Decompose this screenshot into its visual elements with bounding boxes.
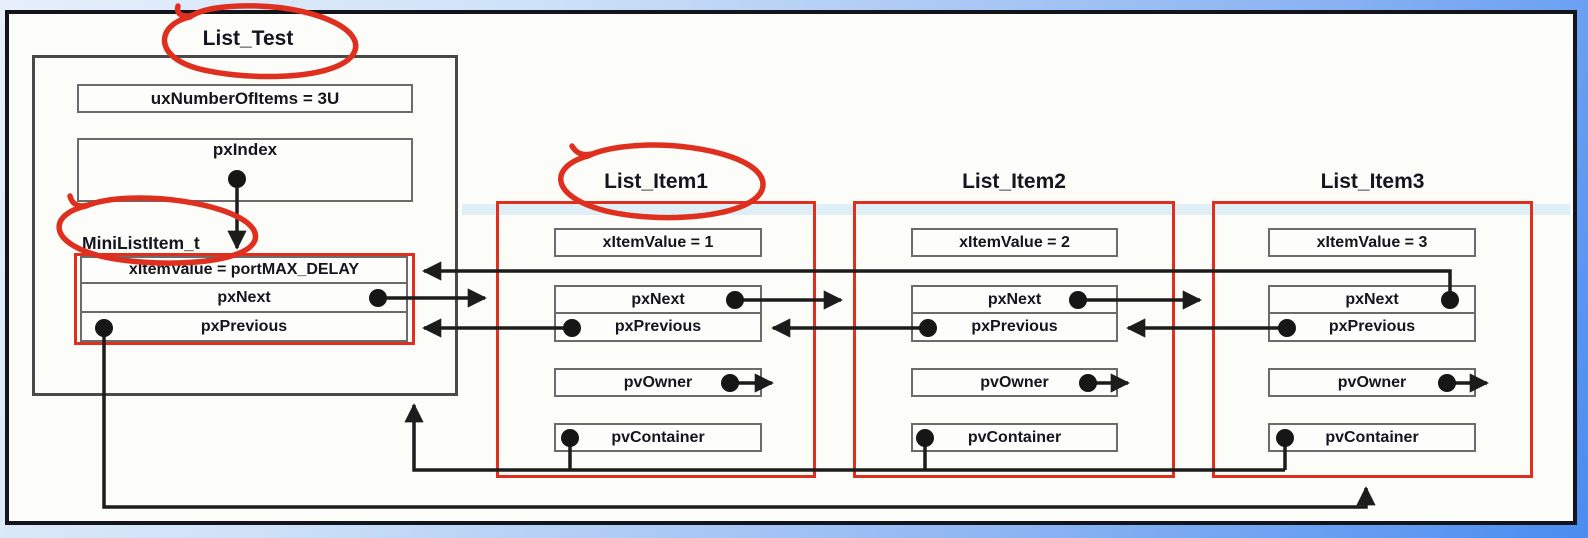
- item2-row-pxprevious: pxPrevious: [911, 312, 1118, 342]
- item3-row-pvowner: pvOwner: [1268, 368, 1476, 397]
- list-test-title: List_Test: [202, 27, 294, 50]
- item2-row-pvowner: pvOwner: [911, 368, 1118, 397]
- item1-row-pxnext: pxNext: [554, 285, 762, 314]
- item3-row-xitemvalue: xItemValue = 3: [1268, 228, 1476, 257]
- item3-row-pxprevious: pxPrevious: [1268, 312, 1476, 342]
- mini-row-pxnext: pxNext: [80, 282, 408, 313]
- item1-row-pvowner: pvOwner: [554, 368, 762, 397]
- item3-row-pxnext: pxNext: [1268, 285, 1476, 314]
- list-item1-title: List_Item1: [604, 170, 708, 193]
- item3-row-pvcontainer: pvContainer: [1268, 423, 1476, 452]
- list-item2-title: List_Item2: [962, 170, 1066, 193]
- item1-row-pvcontainer: pvContainer: [554, 423, 762, 452]
- mini-list-item-redbox: [74, 253, 415, 345]
- item1-row-pxprevious: pxPrevious: [554, 312, 762, 342]
- px-index-field: pxIndex: [77, 138, 413, 202]
- mini-list-item-label: MiniListItem_t: [82, 233, 200, 253]
- item1-row-xitemvalue: xItemValue = 1: [554, 228, 762, 257]
- highlight-strip: [462, 204, 1570, 215]
- item2-row-pxnext: pxNext: [911, 285, 1118, 314]
- list-item3-title: List_Item3: [1320, 170, 1425, 193]
- item2-row-xitemvalue: xItemValue = 2: [911, 228, 1118, 257]
- item2-row-pvcontainer: pvContainer: [911, 423, 1118, 452]
- ux-number-of-items-field: uxNumberOfItems = 3U: [77, 84, 413, 113]
